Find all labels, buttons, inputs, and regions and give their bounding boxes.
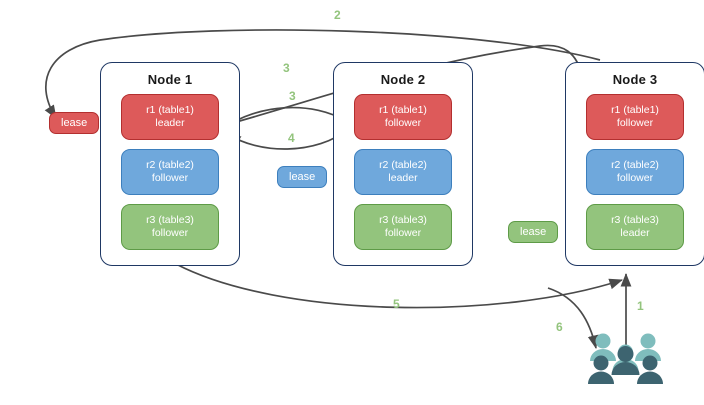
replica-name: r1 (table1) (379, 104, 427, 116)
lease-badge-table3[interactable]: lease (508, 221, 559, 243)
step-label-3-upper: 3 (283, 61, 290, 75)
replica-r2[interactable]: r2 (table2) follower (586, 149, 684, 195)
replica-role: leader (388, 172, 418, 184)
node-title: Node 2 (380, 72, 426, 87)
replica-name: r3 (table3) (379, 214, 427, 226)
replica-role: follower (616, 117, 654, 129)
node-title: Node 3 (612, 72, 658, 87)
replica-list: r1 (table1) leader r2 (table2) follower … (101, 94, 239, 250)
step-label-3-lower: 3 (289, 89, 296, 103)
replica-role: leader (620, 227, 650, 239)
replica-name: r3 (table3) (611, 214, 659, 226)
step-label-1: 1 (637, 299, 644, 313)
replica-name: r2 (table2) (611, 159, 659, 171)
replica-r1[interactable]: r1 (table1) follower (586, 94, 684, 140)
replica-r2[interactable]: r2 (table2) leader (354, 149, 452, 195)
step-label-4: 4 (288, 131, 295, 145)
step-label-2: 2 (334, 8, 341, 22)
users-icon (588, 333, 663, 384)
replica-name: r1 (table1) (611, 104, 659, 116)
replica-role: follower (151, 172, 189, 184)
replica-role: follower (616, 172, 654, 184)
replica-r1[interactable]: r1 (table1) follower (354, 94, 452, 140)
replica-role: leader (155, 117, 185, 129)
replica-name: r2 (table2) (146, 159, 194, 171)
replica-list: r1 (table1) follower r2 (table2) leader … (334, 94, 472, 250)
replica-r3[interactable]: r3 (table3) follower (121, 204, 219, 250)
step-label-5: 5 (393, 297, 400, 311)
replica-role: follower (384, 117, 422, 129)
node-container-node3[interactable]: Node 3 r1 (table1) follower r2 (table2) … (565, 62, 704, 266)
replica-r3[interactable]: r3 (table3) follower (354, 204, 452, 250)
replica-role: follower (384, 227, 422, 239)
replica-name: r2 (table2) (379, 159, 427, 171)
arrow-step-3-lower (223, 106, 349, 129)
node-title: Node 1 (147, 72, 193, 87)
lease-badge-table1[interactable]: lease (49, 112, 100, 134)
lease-badge-table2[interactable]: lease (277, 166, 328, 188)
node-container-node2[interactable]: Node 2 r1 (table1) follower r2 (table2) … (333, 62, 473, 266)
replica-r2[interactable]: r2 (table2) follower (121, 149, 219, 195)
node-container-node1[interactable]: Node 1 r1 (table1) leader r2 (table2) fo… (100, 62, 240, 266)
replica-list: r1 (table1) follower r2 (table2) followe… (566, 94, 704, 250)
replica-role: follower (151, 227, 189, 239)
replica-name: r3 (table3) (146, 214, 194, 226)
replica-r1[interactable]: r1 (table1) leader (121, 94, 219, 140)
replica-r3[interactable]: r3 (table3) leader (586, 204, 684, 250)
step-label-6: 6 (556, 320, 563, 334)
replica-name: r1 (table1) (146, 104, 194, 116)
